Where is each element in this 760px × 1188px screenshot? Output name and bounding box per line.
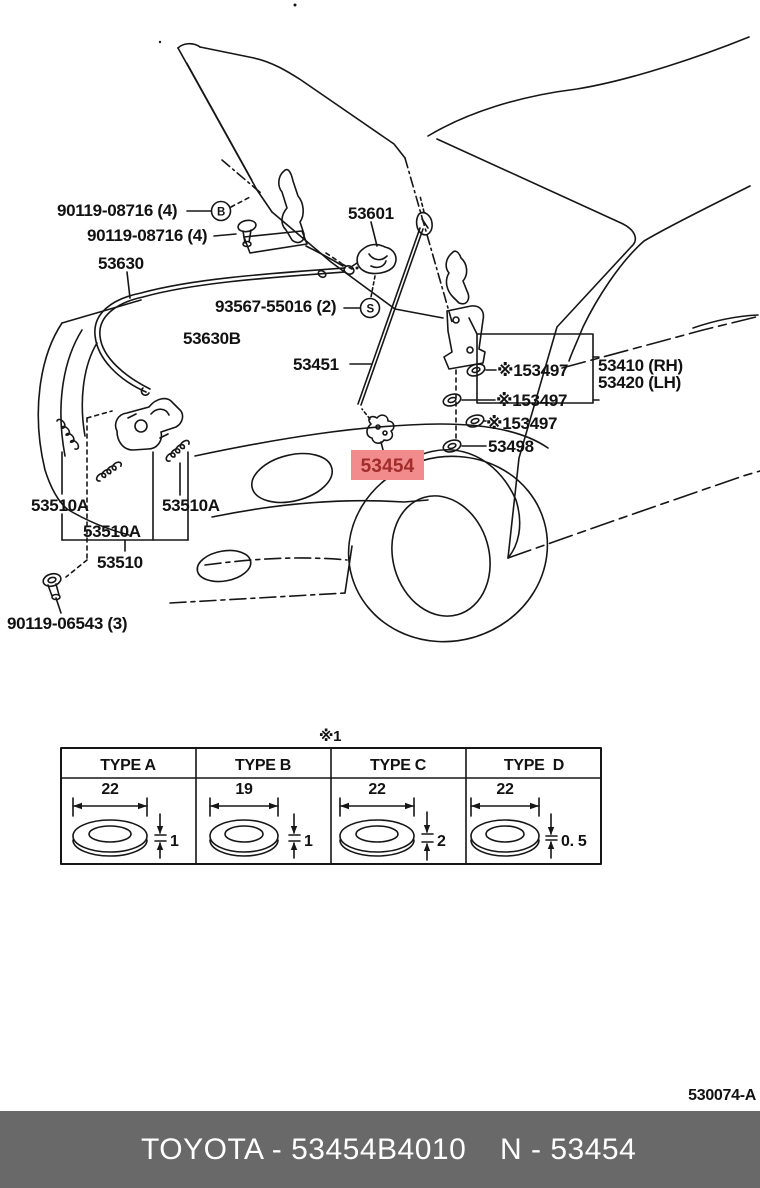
- highlighted-part-53454[interactable]: 53454: [351, 450, 424, 480]
- rod-grommet-53454: [361, 408, 395, 451]
- support-clip-53601: [317, 221, 397, 298]
- spring-icon-3: [165, 439, 190, 462]
- dim-b-thickness: 1: [304, 833, 313, 850]
- roof-line: [427, 36, 750, 137]
- hood-release-cable: [94, 265, 359, 396]
- fog-opening: [196, 549, 252, 583]
- washer-icons: [442, 363, 497, 453]
- washer-cell-a: [72, 797, 167, 859]
- a-pillar: [436, 138, 637, 559]
- part-label-90119-08716[interactable]: 90119-08716 (4): [87, 226, 208, 245]
- bolt-icon-lower: [42, 572, 62, 588]
- table-header-type-a: TYPE A: [100, 757, 156, 774]
- circle-markers: [186, 200, 381, 319]
- washer-2: [442, 393, 496, 407]
- dim-a-diameter: 22: [101, 781, 119, 798]
- table-note-ref: ※1: [319, 727, 341, 745]
- dim-d-thickness: 0. 5: [561, 833, 587, 850]
- doc-number: 530074-A: [688, 1087, 757, 1104]
- part-label-53451[interactable]: 53451: [293, 355, 339, 374]
- part-label-53420-lh[interactable]: 53420 (LH): [598, 373, 681, 392]
- hood-panel: [177, 42, 201, 49]
- part-label-53510a-right[interactable]: 53510A: [162, 496, 220, 515]
- washer-callout-box: [476, 333, 594, 404]
- washer-1: [466, 363, 497, 377]
- wheel-opening: [391, 495, 491, 617]
- part-label-53510a-mid[interactable]: 53510A: [83, 522, 141, 541]
- dim-d-diameter: 22: [496, 781, 514, 798]
- stray-dots: [158, 3, 353, 1124]
- headlight: [251, 452, 333, 504]
- part-label-153497-3[interactable]: ※153497: [486, 414, 557, 433]
- washer-cell-b: [209, 797, 301, 859]
- part-label-153497-2[interactable]: ※153497: [496, 391, 567, 410]
- table-header-type-d: TYPE D: [504, 757, 564, 774]
- bolt-icon: [237, 219, 257, 233]
- dim-b-diameter: 19: [235, 781, 253, 798]
- washer-3: [465, 414, 487, 428]
- hood-hinge-lh: [213, 159, 308, 254]
- table-header-type-b: TYPE B: [235, 757, 291, 774]
- car-body-art: [37, 36, 760, 643]
- part-label-53410-rh[interactable]: 53410 (RH): [598, 356, 683, 375]
- dim-c-diameter: 22: [368, 781, 386, 798]
- washer-cell-d: [470, 797, 558, 859]
- part-label-90119-08716-b[interactable]: 90119-08716 (4): [57, 201, 178, 220]
- hood-support-rod: [349, 195, 433, 406]
- highlight-box: [351, 450, 424, 480]
- washer-cell-c: [339, 797, 434, 861]
- dim-c-thickness: 2: [437, 833, 446, 850]
- part-label-90119-06543[interactable]: 90119-06543 (3): [7, 614, 128, 633]
- circle-b-letter: B: [217, 207, 225, 219]
- part-label-53601[interactable]: 53601: [348, 204, 394, 223]
- fender-arch: [401, 449, 521, 559]
- part-label-53510[interactable]: 53510: [97, 553, 143, 572]
- hood-lock-assembly: [42, 397, 190, 614]
- circle-s-letter: S: [367, 304, 375, 316]
- part-label-53510a-left[interactable]: 53510A: [31, 496, 89, 515]
- footer-bar: TOYOTA - 53454B4010 N - 53454: [0, 1111, 760, 1188]
- part-label-53454: 53454: [361, 456, 415, 477]
- footer-part-number: TOYOTA - 53454B4010: [141, 1132, 467, 1166]
- washer-type-table: ※1 TYPE A TYPE B TYPE C TYPE D 22 1: [60, 727, 602, 865]
- spring-icon-1: [56, 418, 80, 450]
- hood-hinge-rh: [443, 250, 600, 442]
- table-header-type-c: TYPE C: [370, 757, 427, 774]
- part-label-153497-1[interactable]: ※153497: [497, 361, 568, 380]
- part-label-53498[interactable]: 53498: [488, 437, 534, 456]
- washer-4: [442, 439, 487, 453]
- part-label-93567-55016[interactable]: 93567-55016 (2): [215, 297, 337, 316]
- part-label-53630b[interactable]: 53630B: [183, 329, 241, 348]
- part-label-53630[interactable]: 53630: [98, 254, 144, 273]
- spring-icon-2: [95, 461, 123, 482]
- footer-catalog-number: N - 53454: [500, 1132, 637, 1166]
- dim-a-thickness: 1: [170, 833, 179, 850]
